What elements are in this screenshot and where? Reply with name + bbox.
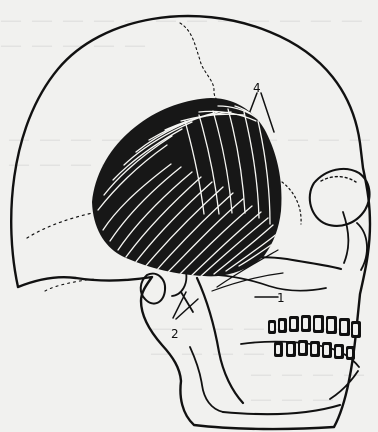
facial-dotted-line: [282, 182, 301, 224]
mandible-angle: [190, 347, 223, 412]
eye-rim: [321, 177, 356, 182]
label-4-leader-b: [261, 93, 274, 132]
orbit-outline: [310, 169, 370, 226]
mandible-front: [197, 278, 243, 403]
occipital-line: [45, 279, 95, 291]
chin-line: [330, 371, 358, 399]
cheek-line: [343, 212, 348, 263]
label-2: 2: [171, 328, 179, 340]
mandible-lower: [223, 405, 340, 414]
label-1: 1: [277, 292, 285, 304]
label-4: 4: [253, 82, 261, 94]
